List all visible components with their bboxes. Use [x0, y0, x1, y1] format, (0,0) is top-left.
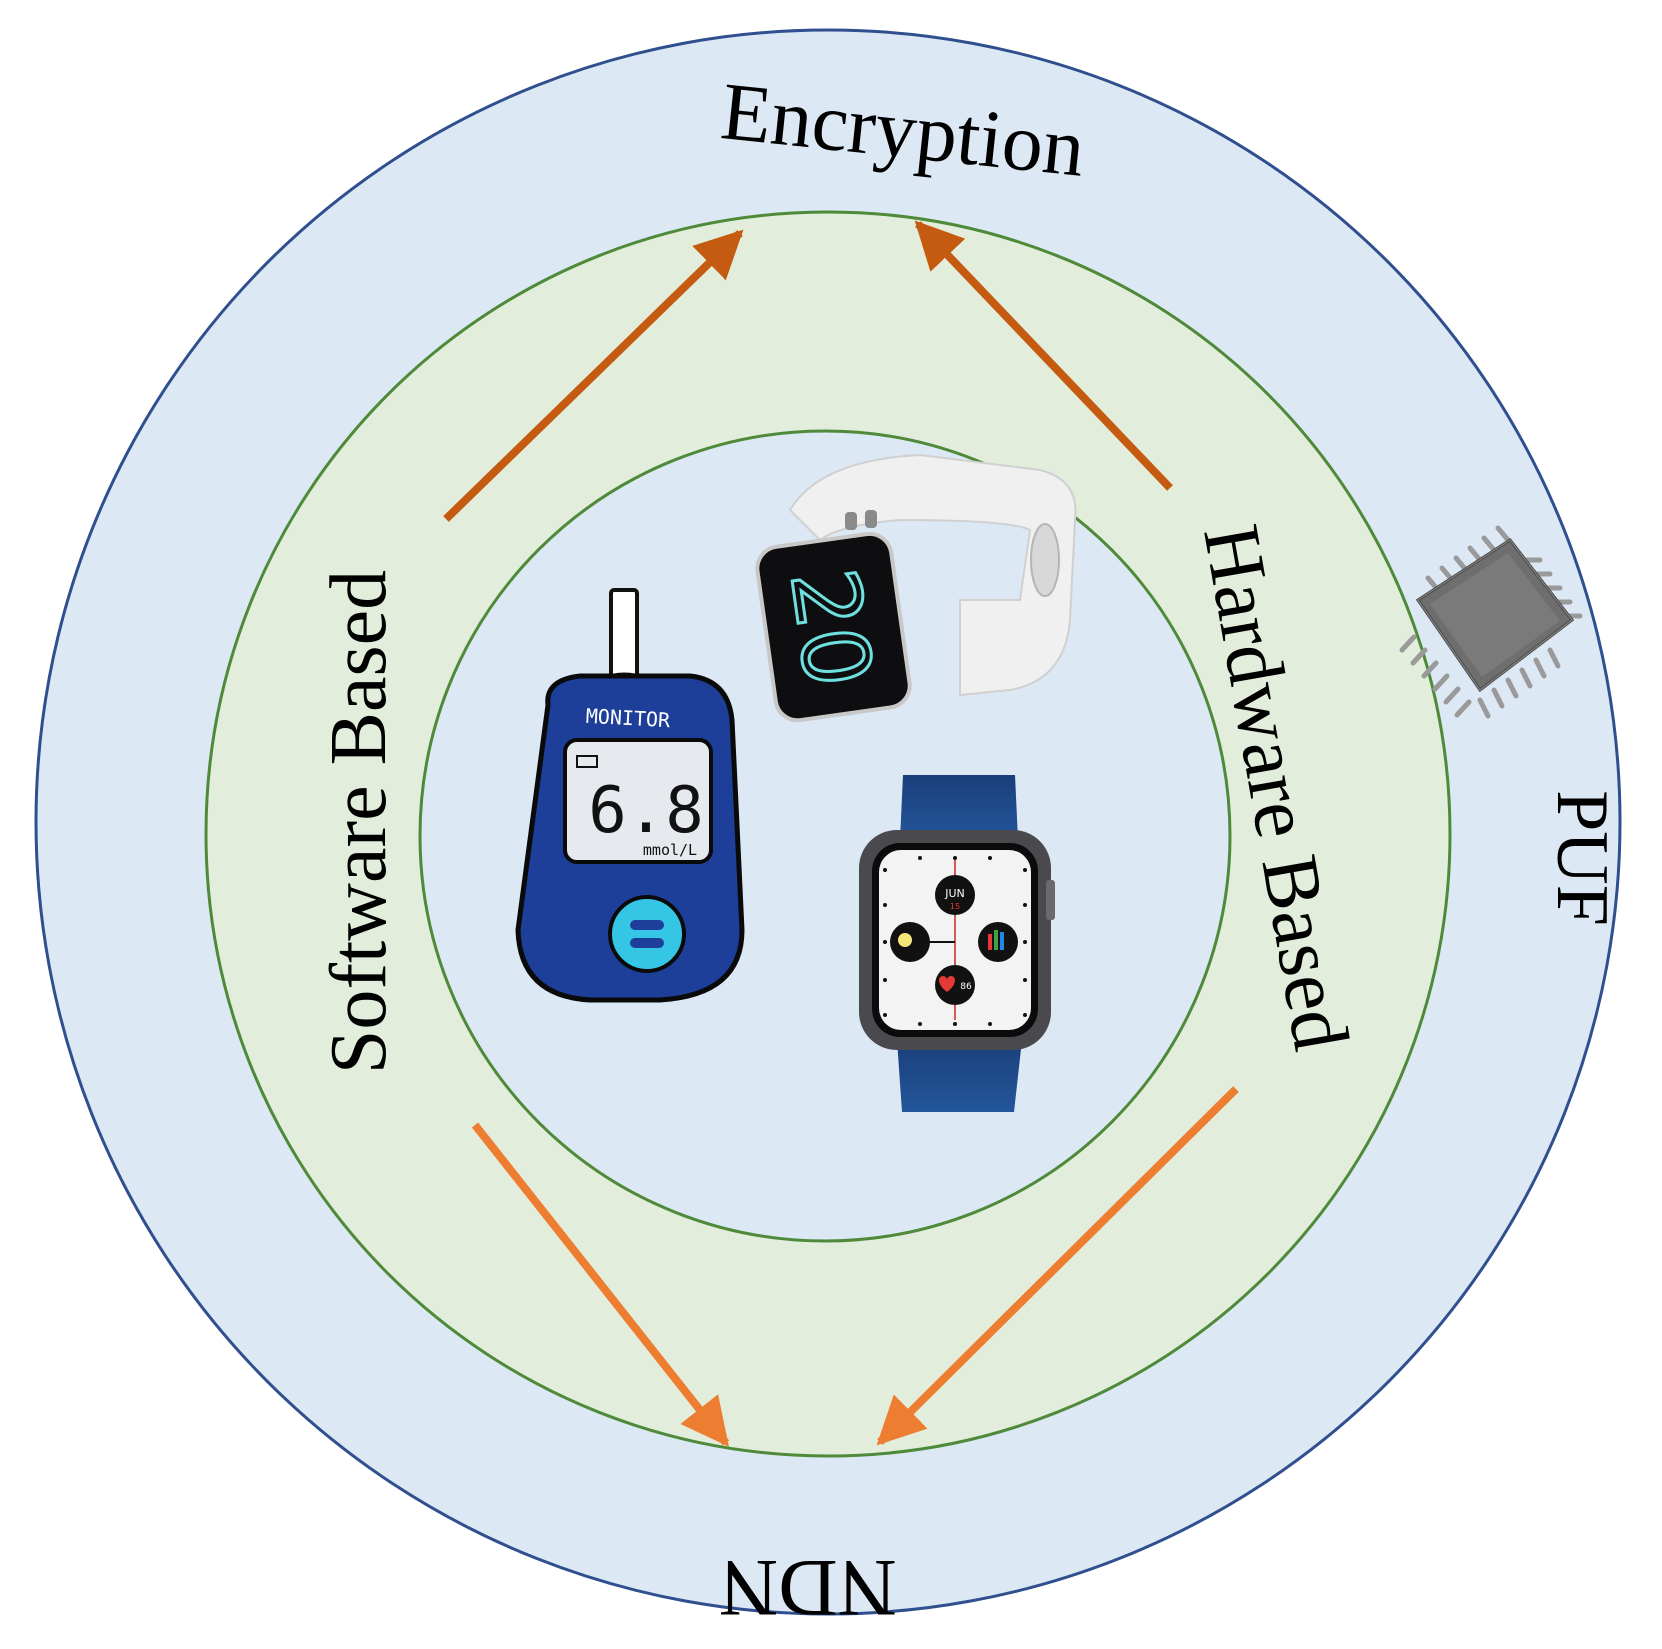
glucose-meter-unit: mmol/L [643, 841, 697, 859]
arrow-software-to-encryption [443, 229, 744, 522]
smartwatch-icon: JUN 15 86 [859, 775, 1055, 1112]
fitness-band-icon: 20 [755, 453, 1077, 723]
glucose-meter-reading: 6.8 [588, 774, 704, 848]
label-software-based: Software Based [315, 570, 403, 1074]
microchip-icon [1399, 525, 1583, 719]
arrow-hardware-to-encryption [914, 220, 1173, 491]
label-puf: PUF [1541, 790, 1623, 926]
glucose-meter-icon: MONITOR 6.8 mmol/L [515, 588, 745, 1003]
fitness-band-time: 20 [769, 563, 891, 694]
arrow-hardware-to-ndn [876, 1086, 1239, 1446]
label-ndn: NDN [719, 1543, 897, 1634]
smartwatch-top-dial: JUN [944, 887, 965, 900]
smartwatch-top-dial-sub: 15 [950, 902, 960, 911]
arrow-software-to-ndn [471, 1122, 730, 1447]
smartwatch-bottom-dial: 86 [960, 982, 972, 992]
glucose-meter-brand: MONITOR [585, 704, 671, 732]
